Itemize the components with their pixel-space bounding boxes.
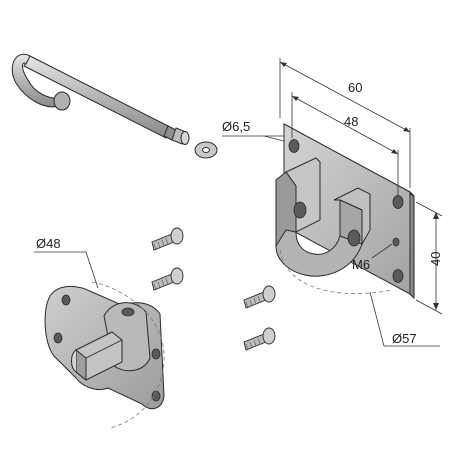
crank-hook-rod — [11, 53, 190, 145]
dimension-height: 40 — [415, 201, 443, 315]
bolt-circle-right-label: Ø57 — [392, 331, 417, 346]
plate-hole — [392, 269, 404, 283]
flange-hole — [53, 332, 63, 344]
flange-hole — [151, 390, 161, 402]
dimension-width-outer: 60 — [279, 58, 411, 188]
hole-diameter-label: Ø6,5 — [222, 119, 250, 134]
washer — [194, 141, 218, 159]
pivot-hole — [347, 229, 361, 247]
svg-text:40: 40 — [428, 252, 443, 266]
dimension-width-inner: 48 — [291, 92, 399, 196]
bolt-circle-left — [91, 281, 165, 429]
plate-hole — [288, 139, 300, 153]
gear-mount-flange — [44, 286, 165, 410]
pivot-hole — [293, 201, 307, 219]
plate-hole — [392, 195, 404, 209]
flange-hole — [61, 294, 71, 306]
flange-hole — [151, 348, 161, 360]
bolt-circle-left-label: Ø48 — [36, 236, 61, 251]
boss-hole — [121, 307, 135, 317]
wall-bracket-plate — [275, 123, 415, 300]
thread-label: M6 — [352, 257, 370, 272]
svg-text:60: 60 — [348, 80, 362, 95]
screw — [151, 267, 184, 291]
screw — [243, 327, 276, 351]
svg-text:48: 48 — [344, 114, 358, 129]
bolt-circle-right — [279, 249, 393, 295]
threaded-hole — [392, 237, 400, 247]
screw — [243, 285, 276, 309]
screw — [151, 227, 184, 251]
